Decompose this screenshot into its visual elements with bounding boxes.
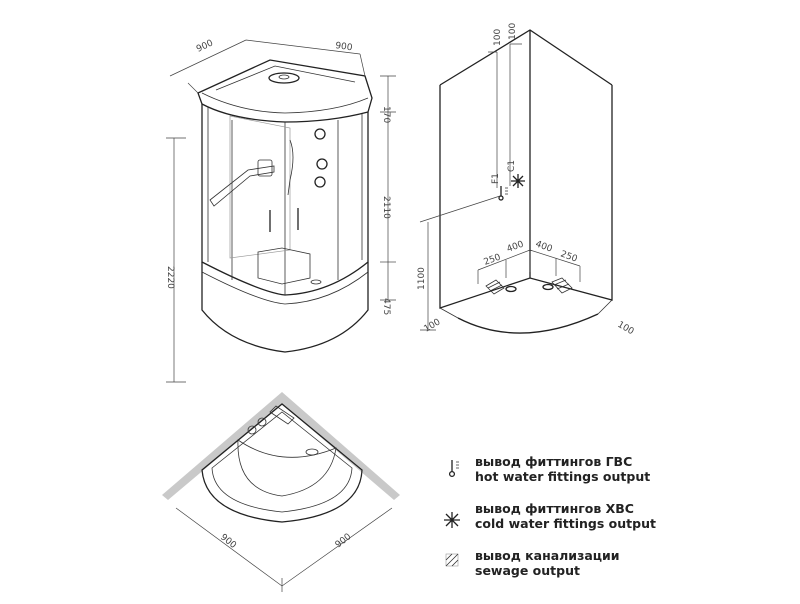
plan-view: 900 900 [162,392,400,592]
door-handles [269,208,299,232]
massage-jet-2 [316,158,328,170]
legend-sewage-en: sewage output [475,563,580,578]
dim-offset-a: 100 [493,29,503,46]
roof-edge [201,92,369,114]
plan-basin [237,439,337,497]
dim-drain-250-left: 250 [483,252,503,267]
dim-roof: 170 [381,106,391,123]
plan-tray-outer [201,403,363,523]
shelf-unit [209,165,275,207]
cabin-footprint-arc [457,313,599,334]
dim-cabin-height: 2110 [381,196,391,219]
legend-hot-en: hot water fittings output [475,469,650,484]
plan-walls [162,392,400,500]
legend-cold-ru: вывод фиттингов ХВС [475,501,634,516]
label-f1: F1 [491,173,501,184]
hot-fitting-marker [498,186,508,201]
dim-plan-left: 900 [218,532,238,551]
roof-shower-head [268,72,300,84]
corner-seat [257,247,311,285]
plan-dim-lines [175,507,393,592]
dim-top-left: 900 [195,38,215,54]
cabin-tray [201,262,369,353]
legend-hot-ru: вывод фиттингов ГВС [475,454,632,469]
cabin-isometric-view: 900 900 170 2110 2220 475 [165,38,396,383]
wall-outline [439,85,613,309]
dim-tray-height: 475 [381,298,391,315]
massage-jet-1 [314,128,326,140]
legend-item-hot: вывод фиттингов ГВС hot water fittings o… [448,454,650,484]
total-height-dim-lines [166,137,186,383]
tray-rim [201,271,369,305]
plan-tray-inner [211,411,353,513]
wall-top-edge [439,29,613,86]
dim-total-height: 2220 [165,266,175,289]
back-panel [229,115,291,259]
dim-base-right: 100 [616,320,636,337]
drain-right-hatch [551,277,573,294]
legend-cold-en: cold water fittings output [475,516,656,531]
drain-hole-right [542,283,554,291]
drain-hole-left [505,285,517,293]
plan-corner-shelf [269,405,295,425]
tray-drain [310,279,322,285]
plan-drain [305,448,319,456]
legend-item-sewage: вывод канализации sewage output [445,548,620,578]
plan-control-2 [257,417,267,427]
dim-base-left: 100 [423,317,443,334]
massage-jet-3 [314,176,326,188]
fitting-leader-lines [488,43,522,188]
legend: вывод фиттингов ГВС hot water fittings o… [444,454,656,578]
drain-dim-lines [477,249,581,284]
dim-plan-right: 900 [334,532,354,551]
fitting-height-dim-lines [419,195,501,331]
dim-drain-400-left: 400 [506,239,526,254]
top-width-dim-lines [169,39,366,94]
floor-lines [439,299,613,319]
roof-shower-center [278,74,290,80]
label-c1: C1 [507,160,517,172]
drain-left-hatch [485,279,505,295]
height-dim-lines [380,75,396,301]
legend-sewage-ru: вывод канализации [475,548,620,563]
legend-item-cold: вывод фиттингов ХВС cold water fittings … [444,501,656,531]
dim-top-right: 900 [335,41,354,53]
thermometer-icon [448,460,459,478]
dim-offset-b: 100 [508,23,518,40]
hand-shower-hose [287,139,294,196]
control-panel [257,159,273,177]
plan-control-1 [247,425,257,435]
snowflake-icon [444,512,460,528]
cold-fitting-marker [511,174,525,188]
hatch-icon [445,553,459,567]
wall-installation-view: 100 100 C1 F1 1100 100 100 250 400 400 2… [417,23,636,338]
dim-fitting-height: 1100 [417,267,427,290]
roof-top-rim [215,65,356,91]
